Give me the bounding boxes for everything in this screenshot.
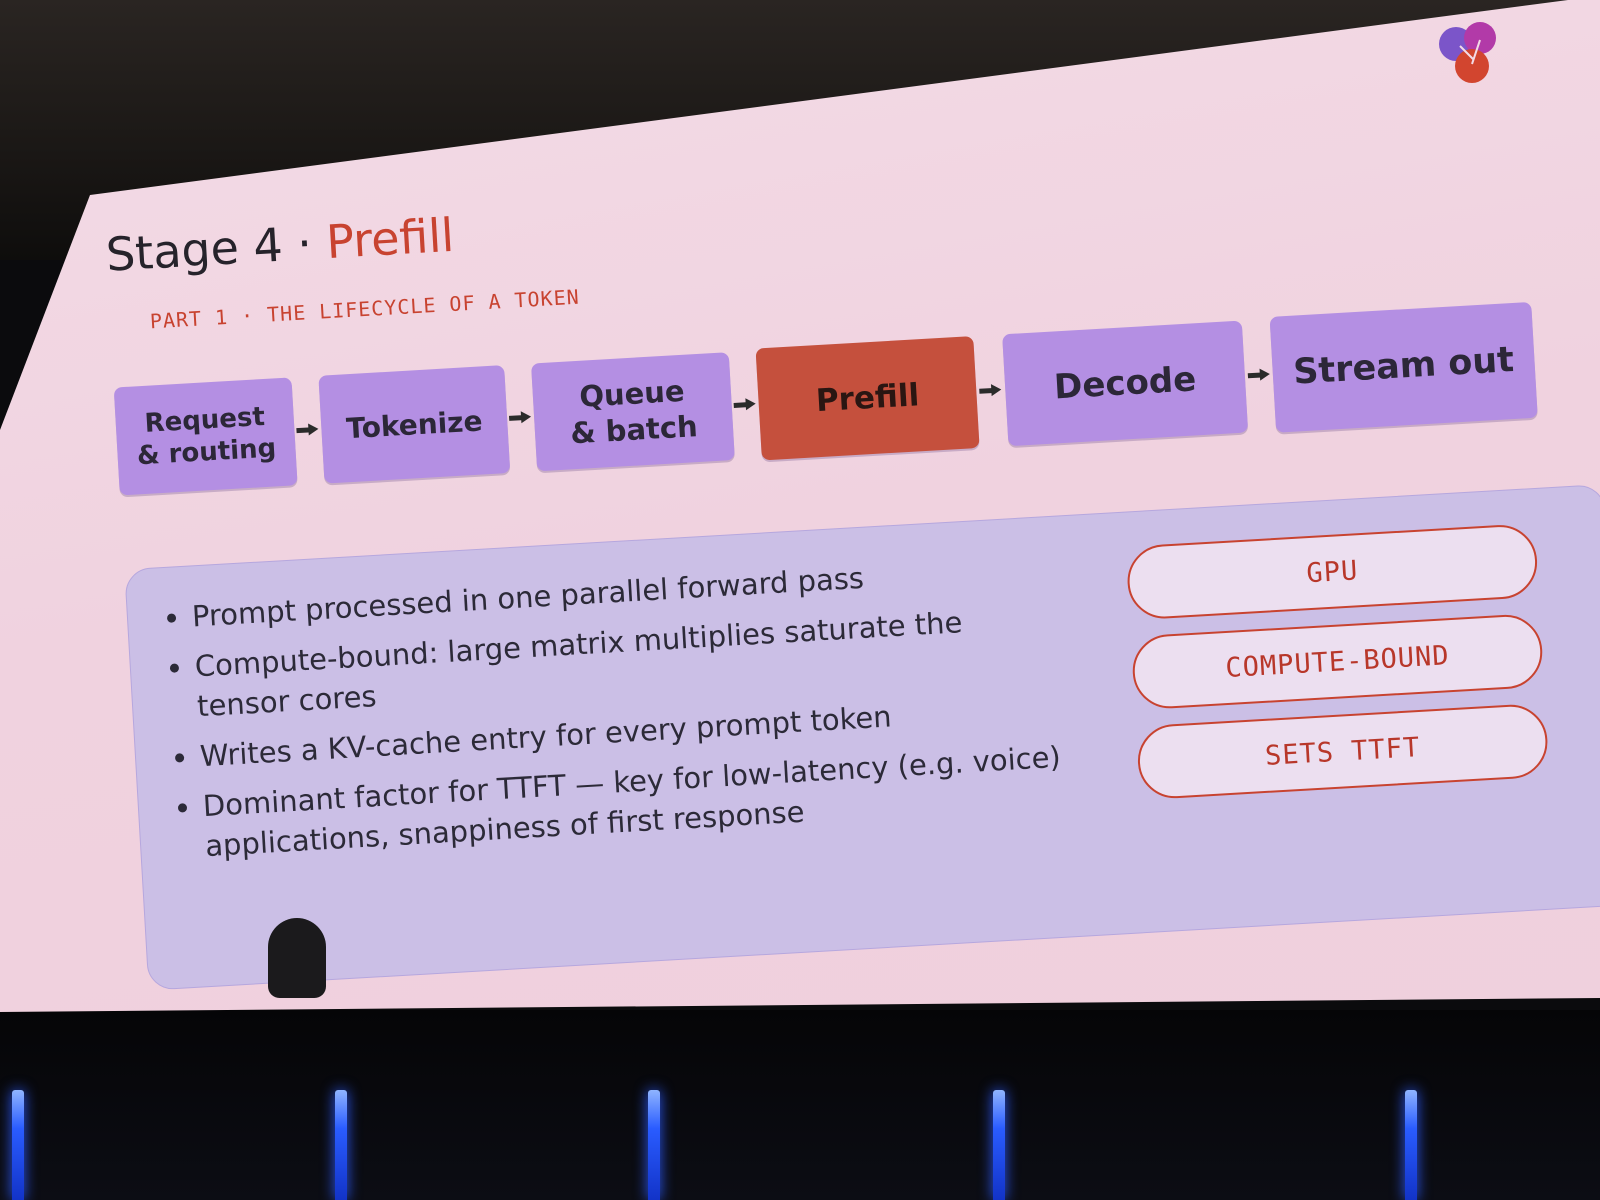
- slide-content: Stage 4 · Prefill PART 1 · THE LIFECYCLE…: [100, 68, 1600, 991]
- stage-light: [648, 1090, 660, 1200]
- stage-label: Prefill: [814, 376, 921, 419]
- slide-title-accent: Prefill: [324, 207, 456, 270]
- stage-queue-batch: Queue & batch: [531, 352, 735, 472]
- stage-label: Stream out: [1292, 340, 1516, 393]
- stage-light: [1405, 1090, 1417, 1200]
- arrow-icon: [733, 398, 756, 411]
- stage-light: [993, 1090, 1005, 1200]
- logo-icon: [1439, 22, 1496, 83]
- arrow-icon: [296, 423, 319, 436]
- details-panel: Prompt processed in one parallel forward…: [124, 483, 1600, 991]
- presenter-silhouette: [268, 918, 326, 998]
- stage-label: Queue & batch: [569, 373, 699, 451]
- tag-label: COMPUTE-BOUND: [1224, 639, 1451, 684]
- tag-label: SETS TTFT: [1264, 731, 1422, 772]
- tag-sets-ttft: SETS TTFT: [1135, 702, 1550, 801]
- tag-gpu: GPU: [1125, 523, 1540, 621]
- stage-tokenize: Tokenize: [318, 365, 511, 484]
- stage-stream-out: Stream out: [1269, 301, 1538, 433]
- tag-label: GPU: [1305, 554, 1360, 589]
- arrow-icon: [509, 411, 532, 424]
- stage-light: [12, 1090, 24, 1200]
- stage-decode: Decode: [1002, 320, 1249, 447]
- tag-compute-bound: COMPUTE-BOUND: [1130, 612, 1545, 711]
- arrow-icon: [1248, 368, 1271, 381]
- slide-subtitle: PART 1 · THE LIFECYCLE OF A TOKEN: [149, 284, 581, 334]
- stage-label: Request & routing: [136, 401, 278, 472]
- stage-prefill: Prefill: [755, 336, 980, 461]
- arrow-icon: [979, 384, 1002, 397]
- stage-label: Decode: [1052, 359, 1198, 408]
- stage-floor: [0, 1010, 1600, 1200]
- bullet-list: Prompt processed in one parallel forward…: [167, 547, 1066, 878]
- stage-label: Tokenize: [345, 403, 484, 445]
- slide-title-prefix: Stage 4 ·: [104, 215, 328, 282]
- stage-light: [335, 1090, 347, 1200]
- stage-request-routing: Request & routing: [113, 377, 298, 496]
- slide-title: Stage 4 · Prefill: [104, 208, 455, 282]
